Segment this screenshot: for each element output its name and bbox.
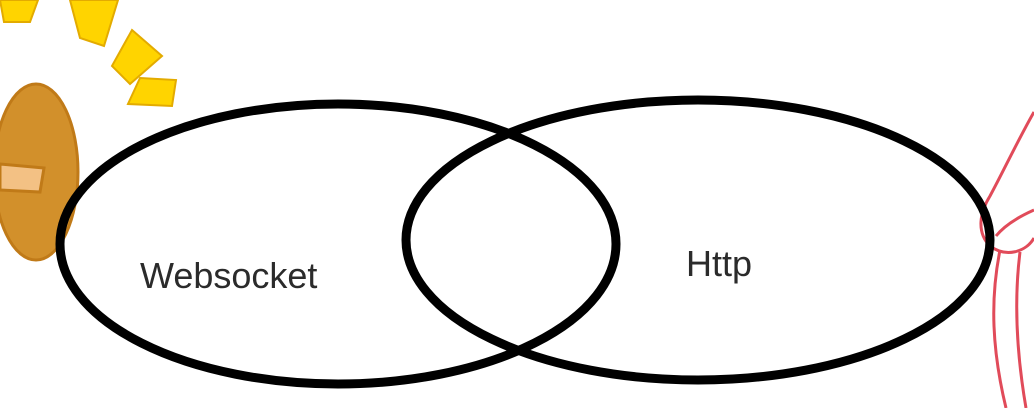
websocket-label: Websocket xyxy=(140,255,317,296)
sun-rays-icon xyxy=(0,0,178,108)
http-label: Http xyxy=(686,243,752,284)
http-set-ellipse xyxy=(401,95,995,385)
websocket-set-ellipse xyxy=(55,99,621,389)
megaphone-icon xyxy=(0,82,80,262)
